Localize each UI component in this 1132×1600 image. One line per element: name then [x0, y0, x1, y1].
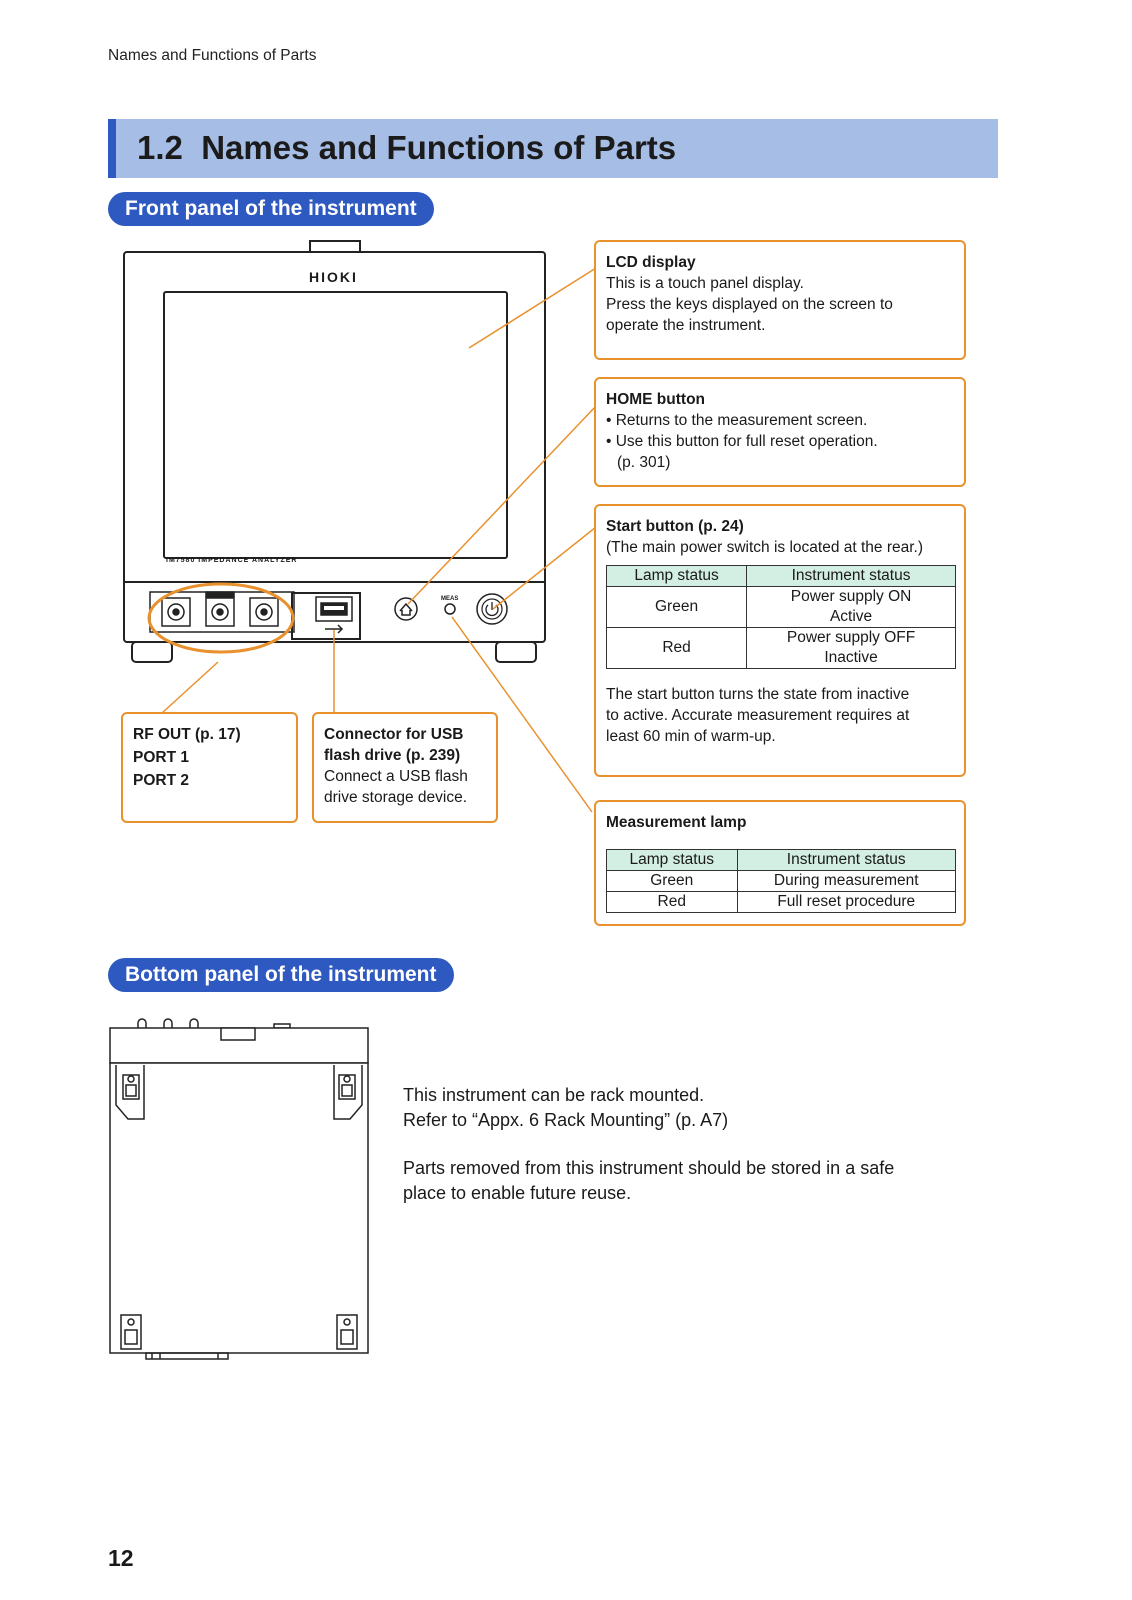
callout-start-note: (The main power switch is located at the… — [606, 539, 924, 556]
rf-out-highlight — [147, 582, 295, 654]
table-cell: Green — [605, 586, 748, 628]
callout-start-footer-line: to active. Accurate measurement requires… — [606, 707, 910, 724]
section-accent — [108, 119, 116, 178]
section-title-bar: 1.2 Names and Functions of Parts — [108, 119, 998, 178]
section-title-text: Names and Functions of Parts — [201, 129, 677, 166]
callout-lcd-line: operate the instrument. — [606, 317, 766, 334]
callout-usb: Connector for USB flash drive (p. 239) C… — [312, 712, 498, 823]
table-header: Instrument status — [746, 565, 956, 587]
meas-lamp-table: Lamp status Instrument status Green Duri… — [606, 849, 956, 913]
callout-rf-out-line: PORT 2 — [133, 772, 189, 789]
callout-lcd-title: LCD display — [606, 254, 696, 271]
table-cell: During measurement — [736, 870, 956, 892]
callout-start-footer-line: The start button turns the state from in… — [606, 686, 910, 703]
callout-home-line: • Returns to the measurement screen. — [606, 412, 868, 429]
callout-home-title: HOME button — [606, 391, 706, 408]
bottom-panel-text: This instrument can be rack mounted. Ref… — [403, 1083, 963, 1206]
bottom-text-line: Parts removed from this instrument shoul… — [403, 1158, 895, 1178]
callout-start: Start button (p. 24) (The main power swi… — [594, 504, 966, 777]
callout-rf-out-line: PORT 1 — [133, 749, 189, 766]
section-title: 1.2 Names and Functions of Parts — [137, 129, 676, 167]
callout-usb-line: Connect a USB flash — [324, 768, 468, 785]
table-header: Lamp status — [606, 849, 738, 871]
table-cell: Power supply OFF Inactive — [746, 627, 956, 669]
bottom-text-line: This instrument can be rack mounted. — [403, 1085, 705, 1105]
table-cell: Green — [606, 870, 738, 892]
bottom-panel-drawing — [109, 1018, 369, 1360]
start-lamp-table: Lamp status Instrument status Green Powe… — [605, 565, 956, 669]
callout-start-footer: The start button turns the state from in… — [606, 684, 954, 747]
callout-lcd-line: Press the keys displayed on the screen t… — [606, 296, 893, 313]
section-number: 1.2 — [137, 129, 183, 166]
table-cell-line: Power supply OFF — [786, 629, 916, 646]
device-model: IM7580 IMPEDANCE ANALYZER — [166, 557, 298, 564]
callout-rf-out-line: RF OUT (p. 17) — [133, 726, 241, 743]
callout-lcd-line: This is a touch panel display. — [606, 275, 804, 292]
home-button-drawing — [394, 597, 418, 621]
table-header: Lamp status — [605, 565, 748, 587]
callout-usb-title-line: Connector for USB — [324, 726, 464, 743]
table-cell: Power supply ON Active — [746, 586, 956, 628]
callout-usb-title-line: flash drive (p. 239) — [324, 747, 461, 764]
callout-start-title: Start button (p. 24) — [606, 518, 744, 535]
table-cell-line: Active — [829, 608, 873, 625]
table-cell-line: Inactive — [824, 649, 878, 666]
bottom-text-line: Refer to “Appx. 6 Rack Mounting” (p. A7) — [403, 1110, 729, 1130]
callout-meas-lamp-title: Measurement lamp — [606, 814, 747, 831]
table-cell-line: Power supply ON — [790, 588, 912, 605]
bottom-text-line: place to enable future reuse. — [403, 1183, 632, 1203]
callout-home-line: • Use this button for full reset operati… — [606, 433, 878, 450]
meas-label: MEAS — [441, 596, 459, 602]
front-panel-drawing — [123, 240, 546, 663]
callout-meas-lamp: Measurement lamp Lamp status Instrument … — [594, 800, 966, 926]
callout-start-footer-line: least 60 min of warm-up. — [606, 728, 776, 745]
callout-home: HOME button • Returns to the measurement… — [594, 377, 966, 487]
running-head: Names and Functions of Parts — [108, 47, 317, 64]
table-header: Instrument status — [736, 849, 956, 871]
callout-lcd: LCD display This is a touch panel displa… — [594, 240, 966, 360]
page-number: 12 — [108, 1545, 134, 1571]
callout-rf-out: RF OUT (p. 17) PORT 1 PORT 2 — [121, 712, 298, 823]
meas-lamp-drawing — [444, 603, 456, 615]
device-brand: HIOKI — [309, 269, 358, 285]
bottom-panel-heading: Bottom panel of the instrument — [108, 958, 454, 992]
table-cell: Red — [605, 627, 748, 669]
table-cell: Red — [606, 891, 738, 913]
front-panel-heading: Front panel of the instrument — [108, 192, 434, 226]
table-cell: Full reset procedure — [736, 891, 956, 913]
callout-home-line: (p. 301) — [617, 454, 671, 471]
callout-usb-line: drive storage device. — [324, 789, 468, 806]
